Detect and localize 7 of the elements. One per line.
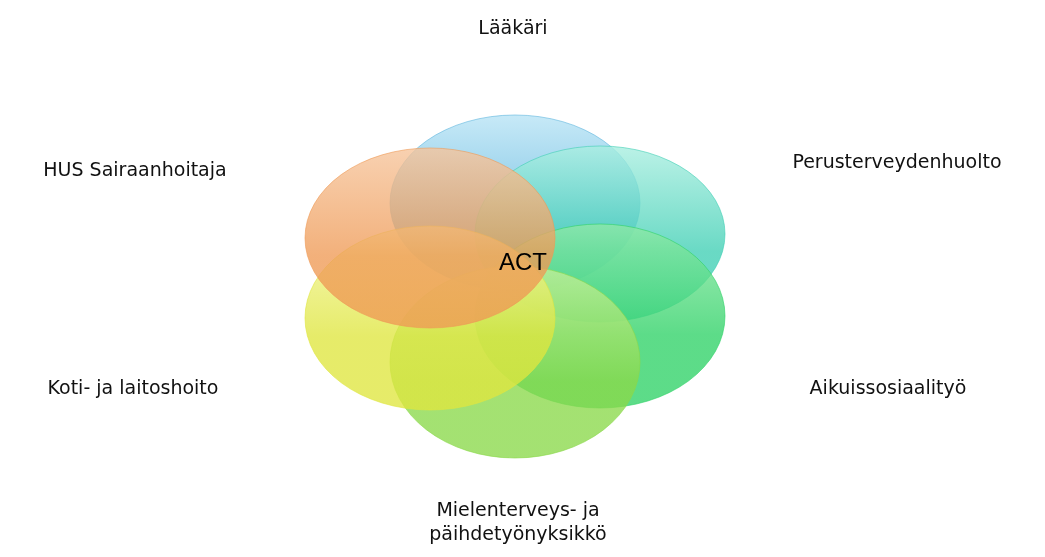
category-label: Aikuissosiaalityö [808, 376, 968, 400]
category-label: Koti- ja laitoshoito [46, 376, 220, 400]
category-label: Mielenterveys- ja päihdetyönyksikkö [428, 498, 608, 546]
category-label: Perusterveydenhuolto [791, 150, 1003, 174]
category-label: HUS Sairaanhoitaja [42, 158, 228, 182]
center-label: ACT [499, 248, 547, 276]
category-label: Lääkäri [477, 16, 549, 40]
